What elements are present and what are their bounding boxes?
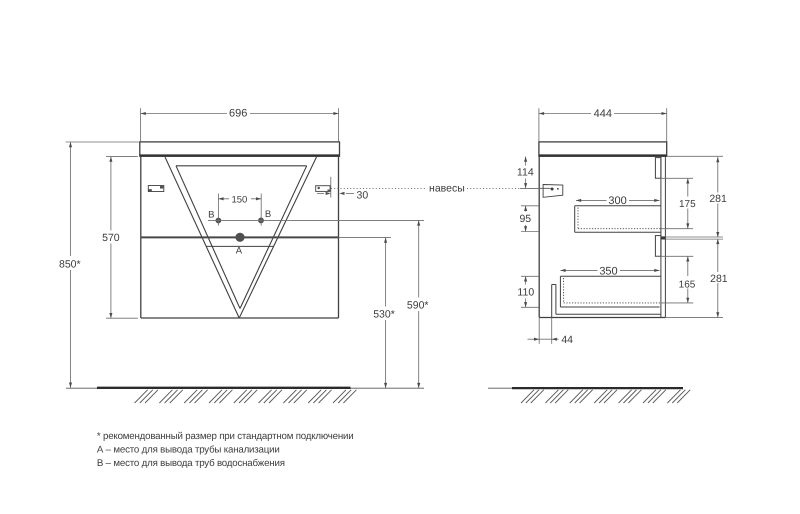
- svg-text:30: 30: [357, 189, 369, 201]
- svg-text:В – место для вывода труб водо: В – место для вывода труб водоснабжения: [97, 458, 285, 469]
- svg-text:114: 114: [517, 166, 534, 178]
- svg-text:590*: 590*: [407, 300, 429, 312]
- svg-text:300: 300: [608, 195, 626, 207]
- svg-text:* рекомендованный размер при с: * рекомендованный размер при стандартном…: [97, 431, 354, 442]
- svg-text:350: 350: [599, 266, 617, 278]
- svg-text:281: 281: [710, 273, 728, 285]
- svg-text:95: 95: [519, 213, 531, 225]
- svg-text:165: 165: [679, 279, 696, 290]
- svg-text:175: 175: [679, 199, 696, 210]
- svg-text:696: 696: [229, 108, 247, 120]
- svg-text:44: 44: [561, 334, 573, 346]
- svg-text:А: А: [236, 246, 243, 257]
- svg-text:850*: 850*: [59, 258, 81, 270]
- svg-text:281: 281: [709, 193, 727, 205]
- svg-text:444: 444: [594, 108, 612, 120]
- svg-text:В: В: [208, 209, 214, 220]
- svg-text:110: 110: [517, 287, 534, 299]
- svg-text:530*: 530*: [373, 308, 395, 320]
- svg-text:150: 150: [231, 194, 247, 205]
- svg-text:В: В: [265, 209, 271, 220]
- svg-text:А – место для вывода трубы кан: А – место для вывода трубы канализации: [97, 445, 280, 456]
- svg-text:навесы: навесы: [429, 183, 465, 195]
- svg-text:570: 570: [102, 232, 120, 244]
